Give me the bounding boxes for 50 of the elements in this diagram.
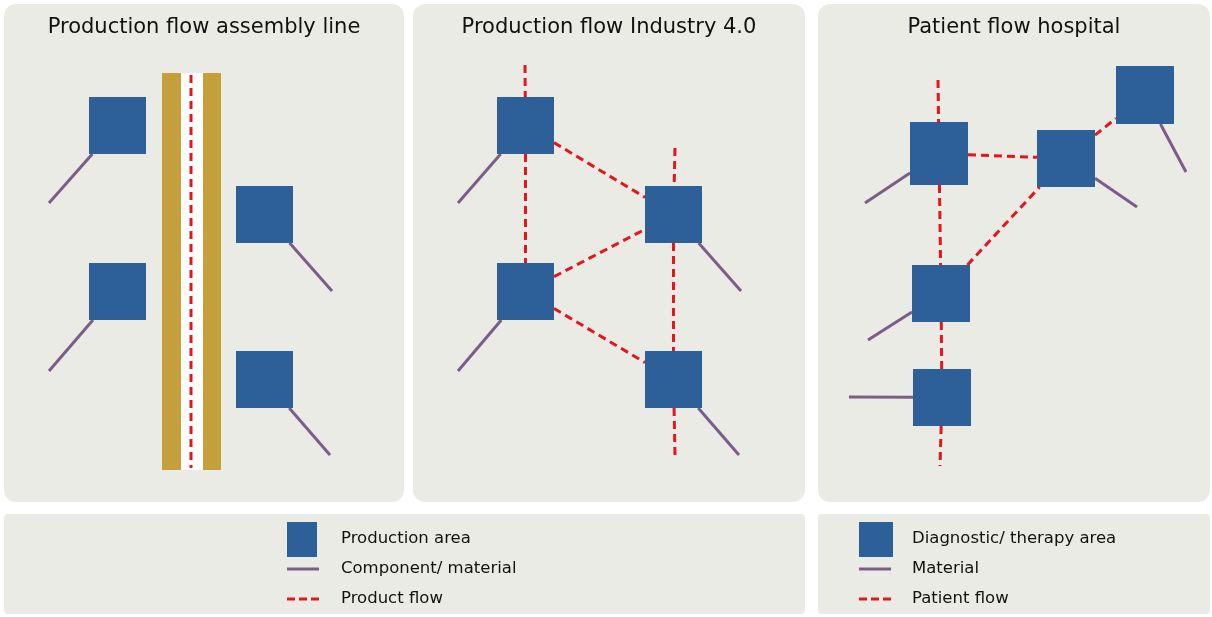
panel-title: Production flow assembly line xyxy=(47,14,361,38)
legend-text: Diagnostic/ therapy area xyxy=(912,528,1117,547)
area-square xyxy=(1116,66,1174,124)
flow-line xyxy=(939,322,944,369)
flow-line xyxy=(937,184,943,266)
legend-text: Patient flow xyxy=(912,588,1009,607)
area-square xyxy=(497,97,554,154)
legend-text: Material xyxy=(912,558,980,577)
material-line xyxy=(697,242,743,292)
material-line xyxy=(47,153,94,204)
legend-text: Production area xyxy=(341,528,471,547)
material-line xyxy=(864,171,911,205)
flow-line xyxy=(938,425,943,467)
material-line xyxy=(849,395,913,399)
area-square xyxy=(1037,130,1095,187)
panel-title: Production flow Industry 4.0 xyxy=(461,14,757,38)
material-line xyxy=(1159,123,1188,173)
area-square xyxy=(89,97,146,154)
panel xyxy=(818,4,1210,502)
material-line xyxy=(47,319,95,372)
area-square xyxy=(645,186,702,243)
area-square xyxy=(910,122,968,185)
material-line xyxy=(288,242,334,292)
area-square xyxy=(912,265,970,322)
legend-text: Product flow xyxy=(341,588,443,607)
material-line xyxy=(456,153,502,204)
flow-line xyxy=(553,307,646,364)
material-line xyxy=(288,407,332,456)
panel xyxy=(413,4,805,502)
material-line xyxy=(867,310,913,342)
area-square xyxy=(236,351,293,408)
flow-line xyxy=(1094,117,1117,137)
flow-line xyxy=(523,65,527,97)
flow-line xyxy=(524,154,527,263)
area-square xyxy=(497,263,554,320)
material-line xyxy=(456,319,503,372)
area-square xyxy=(645,351,702,408)
panel-title: Patient flow hospital xyxy=(907,14,1121,38)
area-square xyxy=(913,369,971,426)
area-square xyxy=(89,263,146,320)
flow-line xyxy=(936,79,941,123)
flow-line xyxy=(672,243,675,351)
area-square xyxy=(236,186,293,243)
flow-line xyxy=(967,153,1038,159)
material-line xyxy=(1094,177,1138,209)
flow-line xyxy=(966,186,1041,266)
material-line xyxy=(697,407,741,456)
flow-line xyxy=(672,407,677,456)
legend-text: Component/ material xyxy=(341,558,517,577)
flow-line xyxy=(553,141,646,199)
